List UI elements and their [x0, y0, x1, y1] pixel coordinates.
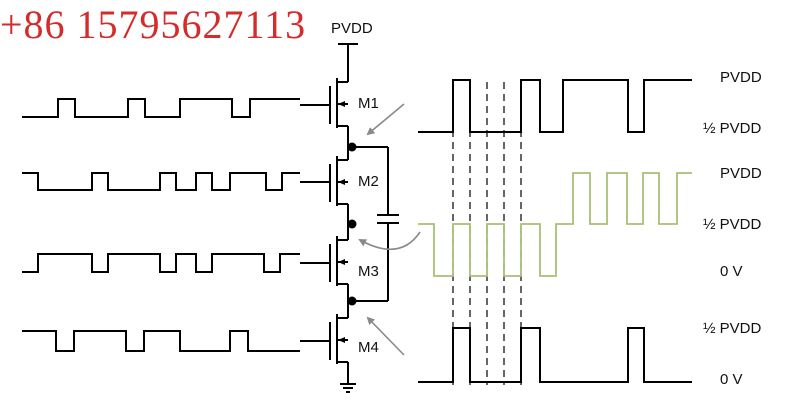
ground-icon [340, 383, 356, 393]
waveform-top [418, 79, 692, 133]
gate-wave-m3 [22, 253, 300, 273]
node-dot [347, 219, 357, 229]
arrow-icon [366, 103, 405, 136]
waveform-bottom [418, 327, 692, 383]
transistor-label-m2: M2 [358, 173, 379, 190]
annotation-arrows [358, 103, 421, 356]
gate-wave-m2 [22, 172, 300, 191]
arrow-icon [366, 316, 405, 356]
label-mid-low: 0 V [720, 263, 743, 280]
transistor-label-m4: M4 [358, 339, 379, 356]
gate-waveforms [22, 98, 300, 352]
supply-label: PVDD [331, 20, 373, 37]
gate-wave-m4 [22, 330, 300, 352]
node-dot [347, 296, 357, 306]
switch-stack [300, 43, 399, 393]
transistor-m2 [300, 147, 349, 224]
label-top-high: PVDD [720, 69, 762, 86]
transistor-label-m1: M1 [358, 95, 379, 112]
transistor-m3 [300, 224, 349, 301]
label-mid-high: PVDD [720, 165, 762, 182]
gate-wave-m1 [22, 98, 300, 118]
label-bot-high: ½ PVDD [703, 320, 762, 337]
waveform-output [418, 172, 692, 277]
label-bot-low: 0 V [720, 371, 743, 388]
arrow-icon [358, 231, 421, 251]
label-top-low: ½ PVDD [703, 120, 762, 137]
label-mid-mid: ½ PVDD [703, 216, 762, 233]
transistor-m1 [300, 66, 349, 147]
node-dot [347, 142, 357, 152]
transistor-label-m3: M3 [358, 263, 379, 280]
transistor-m4 [300, 301, 349, 384]
phone-watermark: +86 15795627113 [0, 2, 306, 47]
